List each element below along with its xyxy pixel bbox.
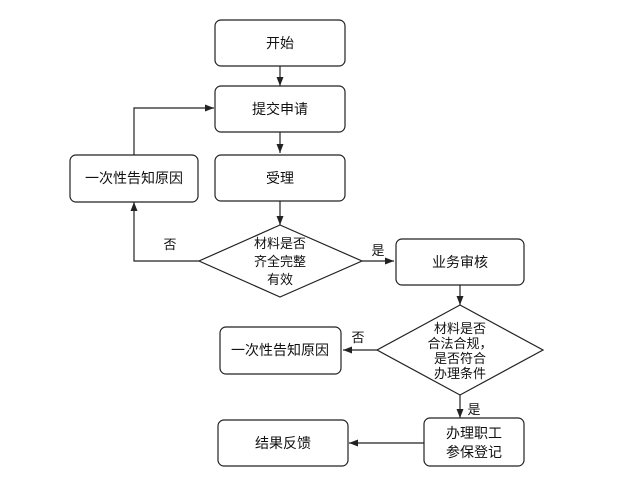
node-submit-label: 提交申请: [252, 101, 308, 118]
node-review: 业务审核: [395, 238, 525, 286]
node-notify2: 一次性告知原因: [219, 326, 342, 375]
node-process-line1: 办理职工: [446, 426, 502, 442]
node-notify1-label: 一次性告知原因: [85, 170, 183, 187]
edge-label-yes-1: 是: [371, 244, 384, 259]
node-accept-label: 受理: [266, 171, 294, 187]
node-submit: 提交申请: [214, 85, 346, 133]
node-notify1: 一次性告知原因: [69, 154, 199, 203]
edge-label-yes-2: 是: [467, 403, 480, 418]
node-check-rules-line4: 办理条件: [434, 366, 486, 382]
node-check-rules-line1: 材料是否: [434, 322, 486, 337]
node-start: 开始: [214, 19, 346, 67]
node-accept: 受理: [214, 154, 346, 202]
node-check-materials: 材料是否 齐全完整 有效: [197, 224, 364, 298]
node-process-line2: 参保登记: [446, 444, 502, 461]
node-review-label: 业务审核: [432, 255, 488, 271]
edge-notify1-to-submit: [133, 104, 214, 155]
node-check-materials-line1: 材料是否: [254, 237, 306, 252]
node-check-rules-line3: 是否符合: [434, 351, 486, 367]
node-check-rules: 材料是否 合法合规， 是否符合 办理条件: [375, 304, 545, 396]
node-start-label: 开始: [266, 36, 294, 52]
node-check-materials-line3: 有效: [267, 273, 293, 288]
node-feedback: 结果反馈: [217, 419, 349, 467]
edge-label-no-2: 否: [351, 331, 364, 346]
edge-label-no-1: 否: [163, 238, 176, 253]
node-feedback-label: 结果反馈: [255, 436, 311, 452]
node-check-rules-line2: 合法合规，: [427, 337, 492, 352]
edge-check-materials-no-to-notify1: [130, 202, 199, 262]
node-check-materials-line2: 齐全完整: [254, 254, 306, 270]
node-process: 办理职工 参保登记: [423, 417, 525, 467]
node-notify2-label: 一次性告知原因: [231, 342, 329, 359]
